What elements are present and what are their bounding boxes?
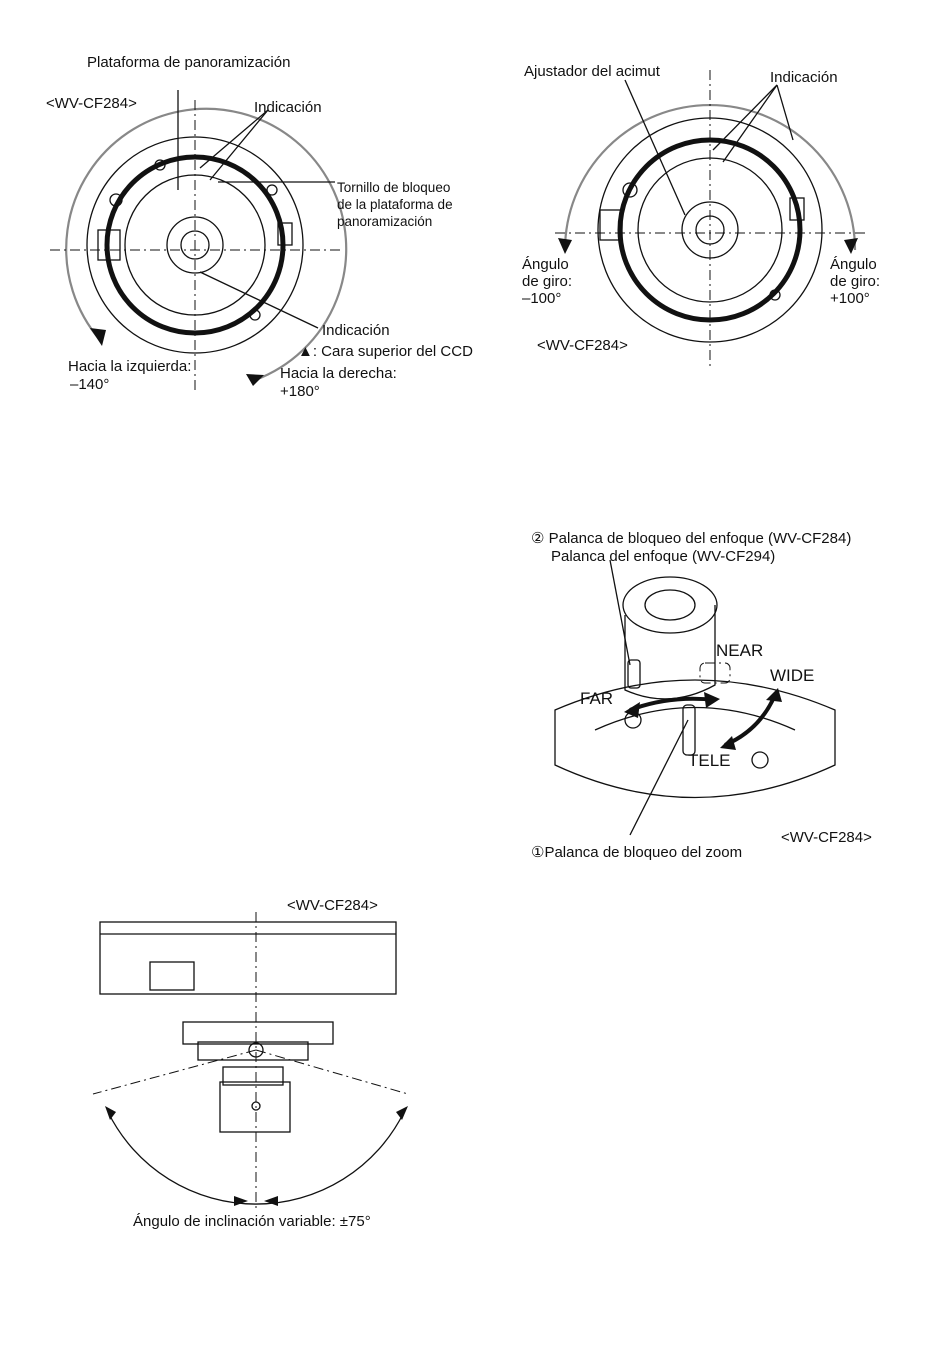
lock-screw-label-line3: panoramización [337,214,433,229]
lens-front [622,576,718,634]
lens-glass [644,589,696,621]
right-angle-line1: Ángulo [830,256,877,273]
left-direction-label: Hacia la izquierda: [68,358,192,375]
wide-label: WIDE [770,666,815,685]
figure-pan-platform [50,90,348,390]
camera-block [222,1066,284,1086]
model-label: <WV-CF284> [537,337,628,354]
right-angle-value: +180° [280,383,320,400]
model-label: <WV-CF284> [287,897,378,914]
tele-label: TELE [688,751,731,770]
base-ring [554,679,836,799]
focus-lock-lever [627,659,641,689]
indication-label-bottom: Indicación [322,322,390,339]
left-angle-line1: Ángulo [522,256,569,273]
left-angle-line3: –100° [522,290,562,307]
dip-switch [599,209,623,241]
right-direction-label: Hacia la derecha: [280,365,397,382]
model-label: <WV-CF284> [781,829,872,846]
housing [99,921,397,995]
lock-screw-label-line2: de la plataforma de [337,197,453,212]
tilt-arc [107,1111,405,1205]
zoom-lock-label: ①Palanca de bloqueo del zoom [531,844,743,861]
zoom-lock-lever [682,704,696,756]
arrow-right-head [844,238,858,254]
figure-lens-levers [554,560,836,836]
lens-mount [182,1021,334,1045]
lens-inner [180,230,210,260]
left-angle-line2: de giro: [522,273,573,290]
near-position-dashed [699,662,731,684]
focus-lock-label-line1: ② Palanca de bloqueo del enfoque (WV-CF2… [531,530,852,547]
right-angle-line3: +100° [830,290,870,307]
ccd-note: ▲: Cara superior del CCD [298,343,473,360]
indication-label: Indicación [254,99,322,116]
camera-base-outer [86,136,304,354]
far-label: FAR [580,689,614,708]
rotation-arc [65,107,348,382]
right-angle-line2: de giro: [830,273,881,290]
tilt-bracket [197,1041,309,1061]
arrow-right-head [246,374,264,386]
model-label: <WV-CF284> [46,95,137,112]
connector [149,961,195,991]
figure-azimuth [555,70,865,370]
arrow-left-head [90,328,106,346]
near-label: NEAR [716,641,764,660]
focus-lock-label-line2: Palanca del enfoque (WV-CF294) [551,548,776,565]
indication-label: Indicación [770,69,838,86]
lens-block [219,1081,291,1133]
left-angle-value: –140° [70,376,110,393]
figure-tilt-angle [92,912,409,1212]
lens-outer [166,216,224,274]
azimuth-adjuster-label: Ajustador del acimut [524,63,660,80]
lock-screw-label-line1: Tornillo de bloqueo [337,180,451,195]
tilt-angle-label: Ángulo de inclinación variable: ±75° [133,1213,371,1230]
pan-platform-label: Plataforma de panoramización [87,54,291,71]
dip-switch [97,229,121,261]
arrow-left-head [558,238,572,254]
